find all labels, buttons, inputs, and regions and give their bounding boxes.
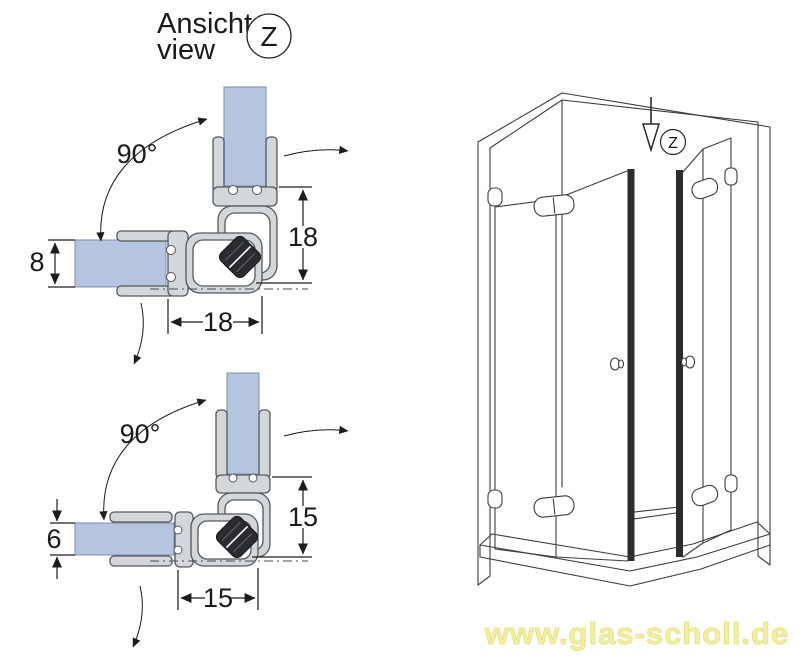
- angle-label: 90°: [120, 419, 161, 449]
- dimension-glass-thickness: 8: [29, 239, 75, 288]
- angle-arc-arrow: [96, 117, 208, 242]
- shower-enclosure: Z: [477, 92, 771, 587]
- profile-width-label: 18: [203, 307, 233, 337]
- dimension-profile-width: 15: [177, 568, 259, 613]
- dimension-profile-depth: 18: [256, 186, 318, 284]
- dimension-glass-thickness: 6: [46, 499, 75, 579]
- detail-marker-letter: Z: [260, 21, 277, 52]
- angle-label: 90°: [117, 139, 158, 169]
- hinge-wall-right-bottom: [724, 474, 738, 493]
- direction-arrow-down-icon: [641, 97, 661, 153]
- tray-back-rim: [633, 506, 680, 513]
- hinge-fold-right-bottom: [691, 484, 719, 507]
- swing-arrow-down-icon: [133, 302, 144, 365]
- magnet: [215, 515, 259, 559]
- swing-arrow-down-icon: [132, 585, 143, 648]
- right-door: [682, 137, 732, 558]
- hinges: [487, 167, 738, 518]
- glass-panel-vertical: [226, 372, 260, 475]
- view-label-de: Ansicht: [157, 8, 252, 40]
- view-label-en: view: [157, 34, 216, 66]
- view-label-group: Ansicht view Z: [157, 8, 292, 66]
- magnet: [218, 235, 262, 279]
- detail-marker-letter: Z: [668, 135, 678, 152]
- glass-thickness-label: 8: [29, 247, 44, 277]
- glass-panel-horizontal: [74, 522, 175, 556]
- glass-thickness-label: 6: [46, 524, 61, 554]
- watermark: www.glas-scholl.de: [484, 616, 790, 651]
- hinge-wall-right-top: [724, 167, 738, 186]
- dimension-profile-width: 18: [167, 296, 263, 337]
- detail-marker-circle: [659, 128, 687, 156]
- shower-tray: [479, 521, 771, 587]
- cross-section-6mm: 90° 6 15 15: [46, 372, 349, 648]
- door-knob-left-cap: [617, 359, 625, 369]
- swing-arrow-right-icon: [283, 145, 349, 157]
- glass-panel-vertical: [223, 86, 267, 187]
- glass-panel-horizontal: [74, 239, 167, 288]
- hinge-wall-left-top: [487, 187, 503, 207]
- angle-arc-arrow: [99, 398, 207, 521]
- hinge-fold-right-top: [691, 177, 719, 200]
- profile-depth-label: 18: [288, 222, 318, 252]
- profile-width-label: 15: [203, 583, 233, 613]
- hinge-wall-left-bottom: [487, 489, 503, 509]
- profile-depth-label: 15: [288, 502, 318, 532]
- left-wall: [477, 92, 563, 586]
- swing-arrow-right-icon: [283, 425, 349, 437]
- seal-strip-right: [676, 170, 683, 557]
- right-wall: [561, 92, 771, 566]
- seal-strip-left: [627, 169, 635, 561]
- door-knob-right-cap: [680, 357, 688, 367]
- detail-marker-circle: [246, 13, 292, 59]
- cross-section-8mm: 90° 8 18 18: [29, 86, 349, 365]
- dimension-profile-depth: 15: [252, 476, 318, 558]
- tray-back-rim: [633, 512, 677, 520]
